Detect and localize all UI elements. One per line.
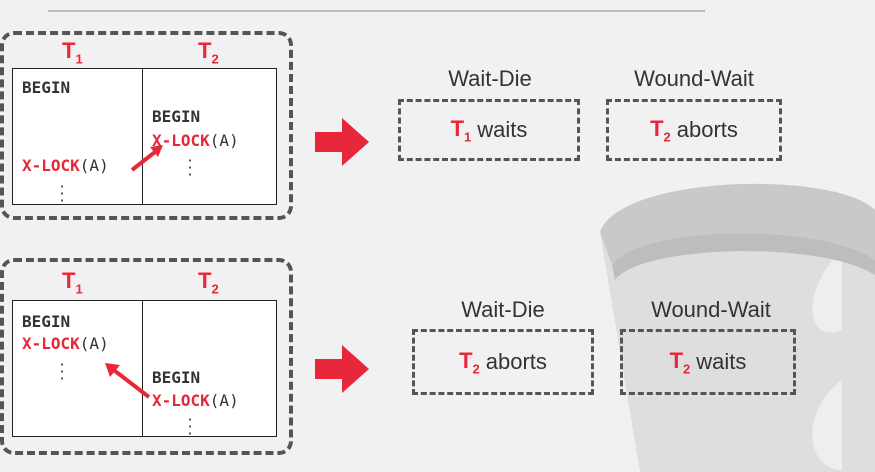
scenario1-t2-begin: BEGIN <box>152 107 201 126</box>
scenario2-right-arrow-icon <box>315 345 369 393</box>
scenario1-t2-xlock: X-LOCK(A) <box>152 131 239 150</box>
scenario1-t2-label: T2 <box>198 38 219 67</box>
scenario2-t1-ellipsis: ··· <box>59 355 65 388</box>
scenario1-wait-die-title: Wait-Die <box>448 66 532 91</box>
scenario1-schedule-table <box>12 68 277 205</box>
scenario2-t1-begin: BEGIN <box>22 312 71 331</box>
scenario1-t2-ellipsis: ··· <box>187 151 193 184</box>
scenario2-wound-wait-title: Wound-Wait <box>651 297 771 322</box>
scenario1-right-arrow-icon <box>315 118 369 166</box>
scenario1-divider <box>142 69 143 204</box>
scenario2-wait-die-title: Wait-Die <box>461 297 545 322</box>
scenario1-t1-ellipsis: ··· <box>59 177 65 210</box>
scenario2-t1-label: T1 <box>62 268 83 297</box>
scenario1-t1-label: T1 <box>62 38 83 67</box>
scenario2-t2-begin: BEGIN <box>152 368 201 387</box>
scenario2-group <box>0 258 293 455</box>
scenario1-t1-begin: BEGIN <box>22 78 71 97</box>
scenario2-divider <box>142 301 143 436</box>
scenario2-t2-label: T2 <box>198 268 219 297</box>
scenario1-group <box>0 31 293 220</box>
scenario1-t1-xlock: X-LOCK(A) <box>22 156 109 175</box>
scenario2-schedule-table <box>12 300 277 437</box>
scenario2-t2-ellipsis: ··· <box>187 410 193 443</box>
scenario2-t2-xlock: X-LOCK(A) <box>152 391 239 410</box>
scenario1-wound-wait-title: Wound-Wait <box>634 66 754 91</box>
scenario2-t1-xlock: X-LOCK(A) <box>22 334 109 353</box>
top-rule <box>48 10 705 12</box>
